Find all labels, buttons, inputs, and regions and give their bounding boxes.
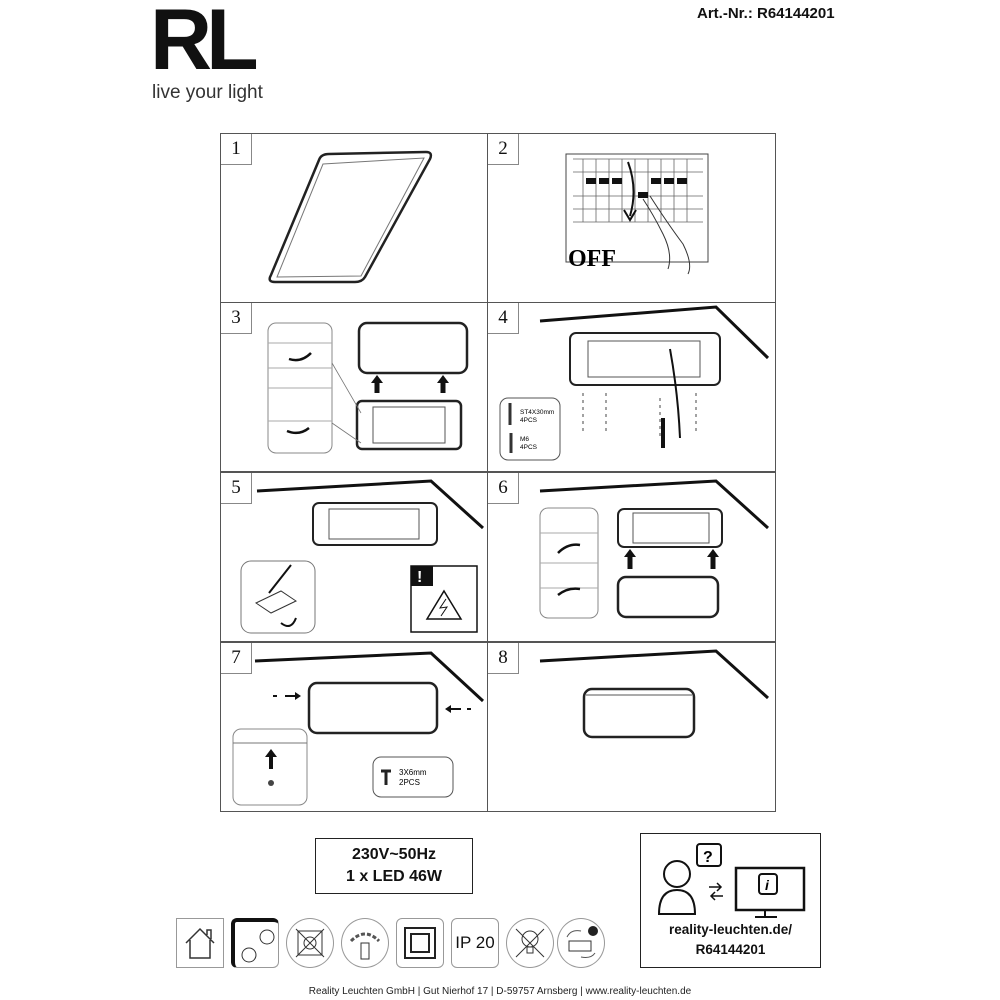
brand-logo: RL (150, 0, 259, 88)
svg-text:?: ? (703, 849, 713, 866)
screw-qty: 4PCS (520, 417, 538, 424)
step-3-panel: 3 (220, 302, 488, 472)
ceiling-wall-mount-icon (231, 918, 279, 968)
info-url-line1[interactable]: reality-leuchten.de/ (668, 922, 793, 937)
off-label: OFF (568, 246, 616, 272)
warning-mark: ! (417, 569, 422, 586)
step-1-panel: 1 (220, 133, 488, 303)
cover-removal-illustration (267, 321, 469, 454)
wiring-illustration: ! (240, 479, 485, 634)
not-insulation-cover-icon (286, 918, 334, 968)
indoor-use-icon (176, 918, 224, 968)
ip-rating-icon: IP 20 (451, 918, 499, 968)
svg-text:i: i (765, 877, 770, 893)
cover-attach-illustration (539, 479, 770, 619)
screw-fixing-illustration: 3X6mm 2PCS (232, 651, 485, 806)
lamp-spec: 1 x LED 46W (345, 868, 443, 885)
company-footer: Reality Leuchten GmbH | Gut Nierhof 17 |… (308, 986, 692, 997)
plug-qty: 4PCS (520, 444, 538, 451)
electrical-spec-box: 230V~50Hz 1 x LED 46W (315, 838, 473, 894)
led-not-replaceable-icon (506, 918, 554, 968)
step-number: 1 (221, 134, 252, 165)
step-8-panel: 8 (487, 642, 776, 812)
step-2-panel: 2 OFF (487, 133, 776, 303)
protection-class-2-icon (396, 918, 444, 968)
voltage-spec: 230V~50Hz (351, 846, 437, 863)
step-number: 8 (488, 643, 519, 674)
brand-tagline: live your light (152, 82, 263, 103)
lamp-illustration (268, 150, 433, 284)
fuse-box-illustration: OFF (565, 153, 709, 275)
plug-size: M6 (520, 436, 529, 443)
screw-size: ST4X30mm (520, 409, 554, 416)
finished-lamp-illustration (539, 649, 770, 739)
dimmer-not-compatible-icon (341, 918, 389, 968)
step-number: 7 (221, 643, 252, 674)
support-icon: ? i (657, 843, 806, 918)
step-number: 5 (221, 473, 252, 504)
info-url-line2[interactable]: R64144201 (695, 942, 766, 957)
step-number: 6 (488, 473, 519, 504)
step-number: 3 (221, 303, 252, 334)
screw-qty: 2PCS (399, 778, 420, 787)
step-6-panel: 6 (487, 472, 776, 642)
article-number: Art.-Nr.: R64144201 (697, 5, 835, 22)
step-number: 2 (488, 134, 519, 165)
online-info-box: ? i reality-leuchten.de/ R64144201 (640, 833, 821, 968)
driver-replaceable-icon (557, 918, 605, 968)
step-number: 4 (488, 303, 519, 334)
mounting-illustration: ST4X30mm 4PCS M6 4PCS (499, 305, 770, 461)
step-4-panel: 4 ST4X30mm 4PCS M6 4PCS (487, 302, 776, 472)
step-7-panel: 7 3X6mm 2PCS (220, 642, 488, 812)
step-5-panel: 5 ! (220, 472, 488, 642)
screw-size: 3X6mm (399, 768, 427, 777)
